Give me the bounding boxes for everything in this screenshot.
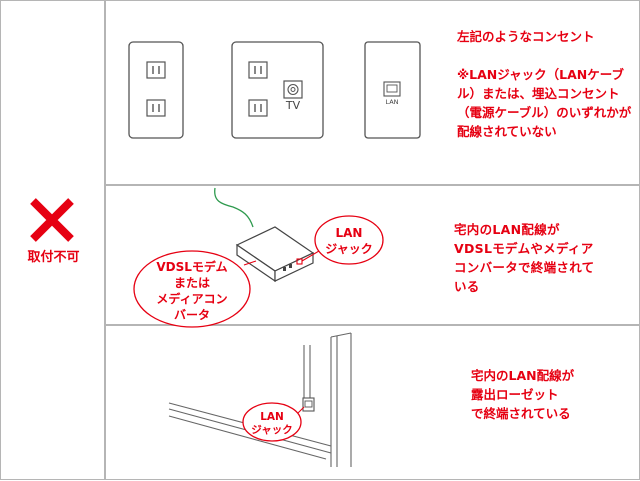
bubble-vdsl-modem: VDSLモデム または メディアコン バータ (133, 250, 251, 328)
tv-jack-icon (283, 80, 303, 99)
row-divider-2 (106, 324, 639, 326)
bubble-text-line: LAN (336, 226, 363, 240)
row3-description: 宅内のLAN配線が 露出ローゼット で終端されている (471, 368, 575, 421)
room-wall (168, 332, 352, 467)
green-cable (214, 187, 254, 228)
bubble-text-line: ジャック (251, 424, 292, 436)
bubble-lan-jack-row3: LAN ジャック (242, 402, 302, 442)
lan-port-icon (383, 81, 401, 97)
verdict-column (1, 1, 106, 479)
lan-port-icon (296, 258, 303, 265)
row-divider-1 (106, 184, 639, 186)
outlet-double-power (128, 41, 184, 139)
x-mark-icon (30, 198, 74, 242)
lan-label: LAN (385, 98, 398, 106)
vdsl-modem-device (235, 226, 315, 283)
row2-description: 宅内のLAN配線が VDSLモデムやメディア コンバータで終端されて いる (454, 222, 595, 294)
bubble-text-line: または (174, 276, 210, 290)
bubble-text-line: LAN (260, 411, 284, 423)
exposed-rosette (302, 397, 315, 412)
bubble-lan-jack-row2: LAN ジャック (314, 215, 384, 265)
outlet-lan: LAN (364, 41, 421, 139)
bubble-text-line: メディアコン (156, 291, 227, 306)
tv-label: TV (285, 99, 301, 112)
bubble-text-line: バータ (174, 308, 210, 322)
verdict-label: 取付不可 (27, 250, 80, 265)
outlet-power-with-tv: TV (231, 41, 324, 139)
bubble-text-line: ジャック (325, 242, 372, 256)
row1-description: 左記のようなコンセント ※LANジャック（LANケーブル）または、埋込コンセント… (457, 29, 632, 139)
bubble-text-line: VDSLモデム (156, 259, 227, 274)
